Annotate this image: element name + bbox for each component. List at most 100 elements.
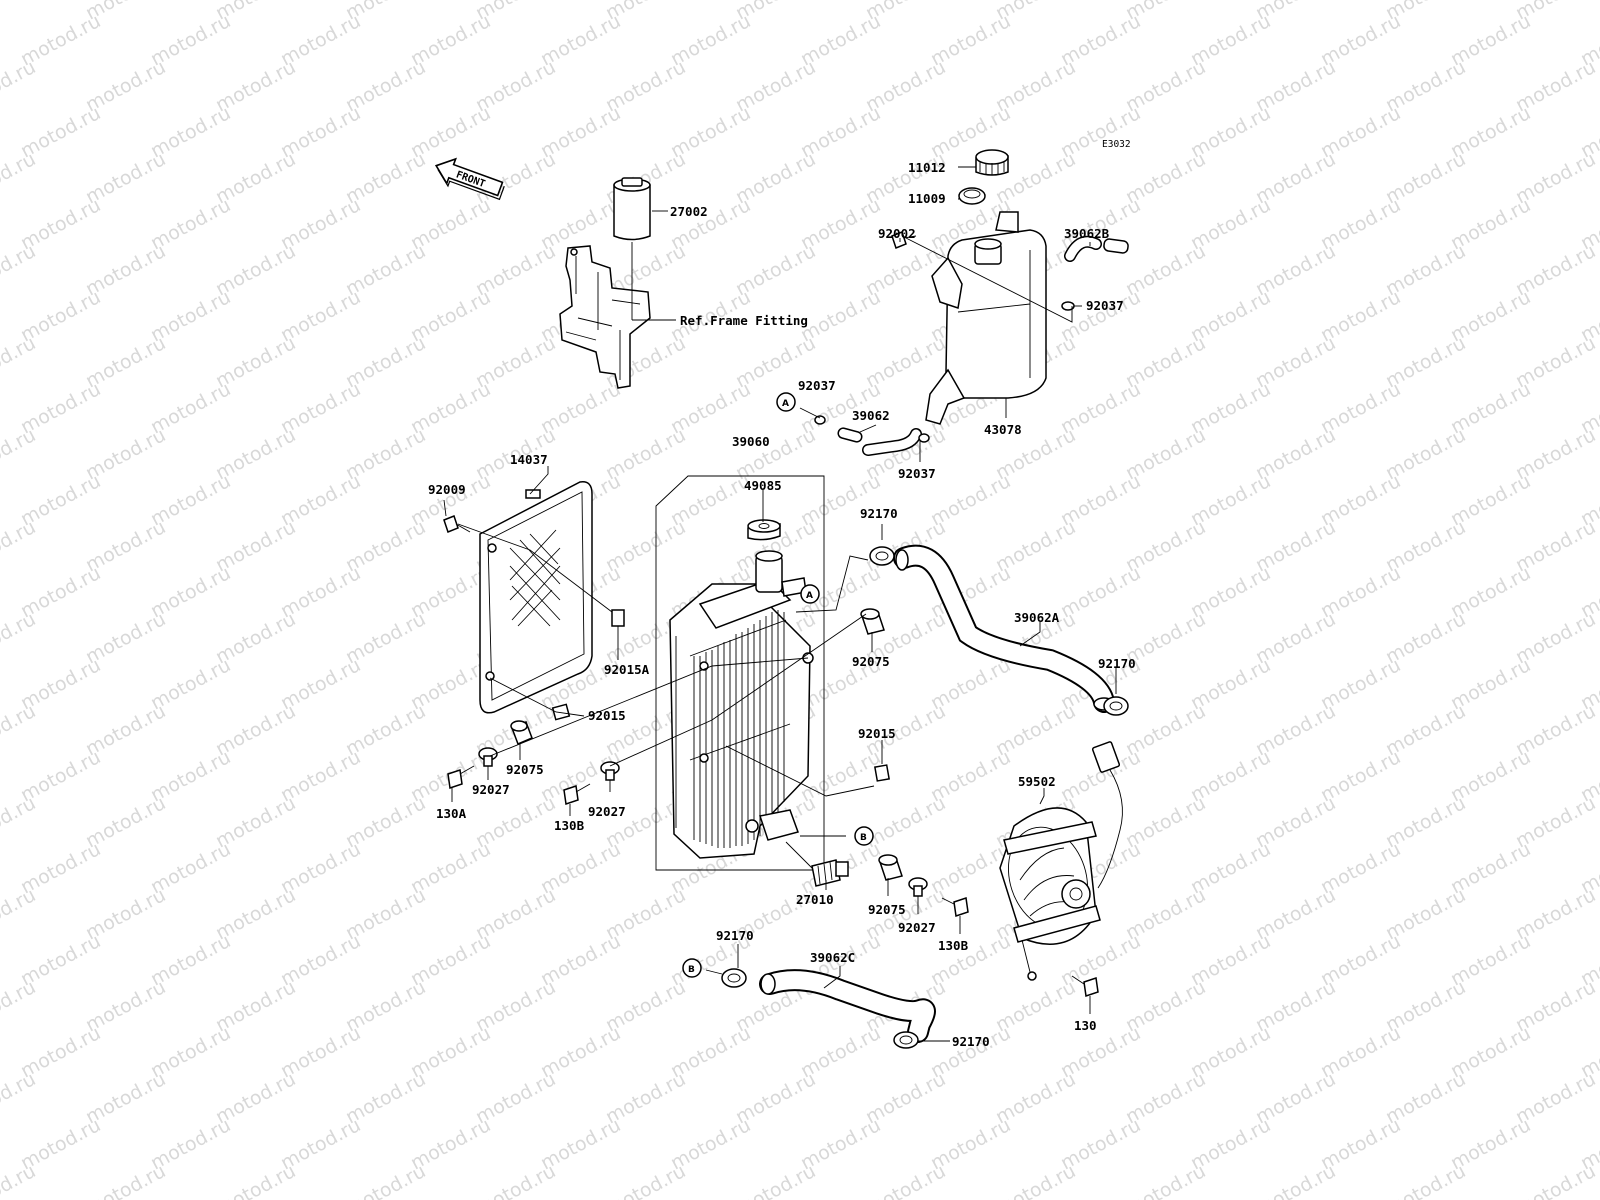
watermark-text: motod.ru (342, 1160, 429, 1200)
clamp-92170-top (869, 546, 895, 566)
watermark-text: motod.ru (1382, 1160, 1469, 1200)
ref-circle-b-left-label: B (688, 965, 695, 975)
watermark-text: motod.ru (0, 240, 39, 300)
label-92027-left: 92027 (472, 782, 510, 797)
label-39062c: 39062C (810, 950, 855, 965)
label-92170-bottom-left: 92170 (716, 928, 754, 943)
label-130b-left: 130B (554, 818, 585, 833)
clip-92015-right (874, 764, 890, 782)
label-92037-b: 92037 (898, 466, 936, 481)
temp-sensor-27010 (785, 841, 849, 887)
bracket-assembly (559, 245, 651, 389)
ref-circle-b-right: B (854, 826, 874, 846)
clip-92015a (611, 609, 625, 627)
label-92037-tank: 92037 (1086, 298, 1124, 313)
watermark-text: motod.ru (602, 1160, 689, 1200)
label-14037: 14037 (510, 452, 548, 467)
watermark-text: motod.ru (1122, 1160, 1209, 1200)
hose-39062-and-clips (814, 415, 930, 456)
label-92015a: 92015A (604, 662, 650, 677)
label-43078: 43078 (984, 422, 1022, 437)
tank-cap-11012 (975, 149, 1009, 176)
hose-39062a (893, 544, 1115, 713)
bolt-92009 (443, 515, 471, 533)
radiator-39060 (669, 550, 814, 859)
radiator-shroud-14037 (479, 481, 593, 714)
label-130: 130 (1074, 1018, 1097, 1033)
ref-circle-b-right-label: B (860, 833, 867, 843)
label-92015-left: 92015 (588, 708, 626, 723)
label-11009: 11009 (908, 191, 946, 206)
label-ref-frame-fitting: Ref.Frame Fitting (680, 313, 808, 328)
bolt-92002 (891, 231, 917, 249)
watermark-text: motod.ru (212, 1160, 299, 1200)
watermark-text: motod.ru (0, 56, 39, 116)
fan-motor-59502 (999, 741, 1123, 981)
watermark-text: motod.ru (1252, 1160, 1339, 1200)
bolt-130 (1071, 975, 1099, 997)
ref-circle-b-left: B (682, 958, 702, 978)
watermark-text: motod.ru (992, 1160, 1079, 1200)
label-39062: 39062 (852, 408, 890, 423)
label-39062a: 39062A (1014, 610, 1060, 625)
ref-circle-a-upper: A (776, 392, 796, 412)
grommet-92075-right (860, 608, 885, 635)
grommet-92075-bottom (878, 854, 903, 881)
diagram-code: E3032 (1102, 139, 1131, 150)
watermark-text: motod.ru (862, 1160, 949, 1200)
watermark-text: motod.ru (0, 516, 39, 576)
label-39062b: 39062B (1064, 226, 1110, 241)
label-49085: 49085 (744, 478, 782, 493)
ref-circle-a-lower-label: A (806, 591, 813, 601)
cap-gasket-11009 (958, 187, 986, 205)
watermark-text: motod.ru (732, 1160, 819, 1200)
bolt-130b-left (563, 783, 591, 805)
radiator-group-bracket (655, 475, 825, 871)
label-92075-left: 92075 (506, 762, 544, 777)
hose-39062b (1064, 235, 1129, 262)
watermark-text: motod.ru (472, 1160, 559, 1200)
label-59502: 59502 (1018, 774, 1056, 789)
watermark-text: motod.ru (0, 976, 39, 1036)
bolt-130a (447, 765, 475, 789)
watermark-text: motod.ru (82, 1160, 169, 1200)
clamp-92170-bottom (893, 1031, 919, 1049)
watermark-text: motod.ru (0, 424, 39, 484)
watermark-text: motod.ru (0, 148, 39, 208)
reservoir-tank (925, 211, 1047, 425)
label-92009: 92009 (428, 482, 466, 497)
collar-92027-center (600, 761, 620, 781)
label-130b-right: 130B (938, 938, 969, 953)
label-92027-bottom: 92027 (898, 920, 936, 935)
leader-lines (443, 166, 1117, 1042)
label-92027-center: 92027 (588, 804, 626, 819)
watermark-text: motod.ru (0, 608, 39, 668)
watermark-text: motod.ru (0, 332, 39, 392)
part-labels: 27002 Ref.Frame Fitting 11012 11009 9200… (428, 160, 1136, 1049)
label-130a: 130A (436, 806, 467, 821)
clamp-92170-bottom-left (721, 968, 747, 988)
watermark-text: motod.ru (0, 700, 39, 760)
watermark-text: motod.ru (1512, 1160, 1599, 1200)
bolt-130b-right (941, 897, 969, 917)
damper-27002 (613, 177, 651, 320)
label-11012: 11012 (908, 160, 946, 175)
clip-92015-left (551, 703, 571, 721)
watermark-text: motod.ru (0, 884, 39, 944)
label-92170-bottom: 92170 (952, 1034, 990, 1049)
radiator-cap-49085 (747, 519, 781, 541)
label-92075-right: 92075 (852, 654, 890, 669)
label-92015-right: 92015 (858, 726, 896, 741)
label-92002: 92002 (878, 226, 916, 241)
label-39060: 39060 (732, 434, 770, 449)
label-27002: 27002 (670, 204, 708, 219)
label-92037-a: 92037 (798, 378, 836, 393)
label-92075-bottom: 92075 (868, 902, 906, 917)
label-92170-top: 92170 (860, 506, 898, 521)
grommet-92075-left (510, 720, 533, 745)
ref-circle-a-upper-label: A (782, 399, 789, 409)
clamp-92170-right (1103, 696, 1129, 716)
